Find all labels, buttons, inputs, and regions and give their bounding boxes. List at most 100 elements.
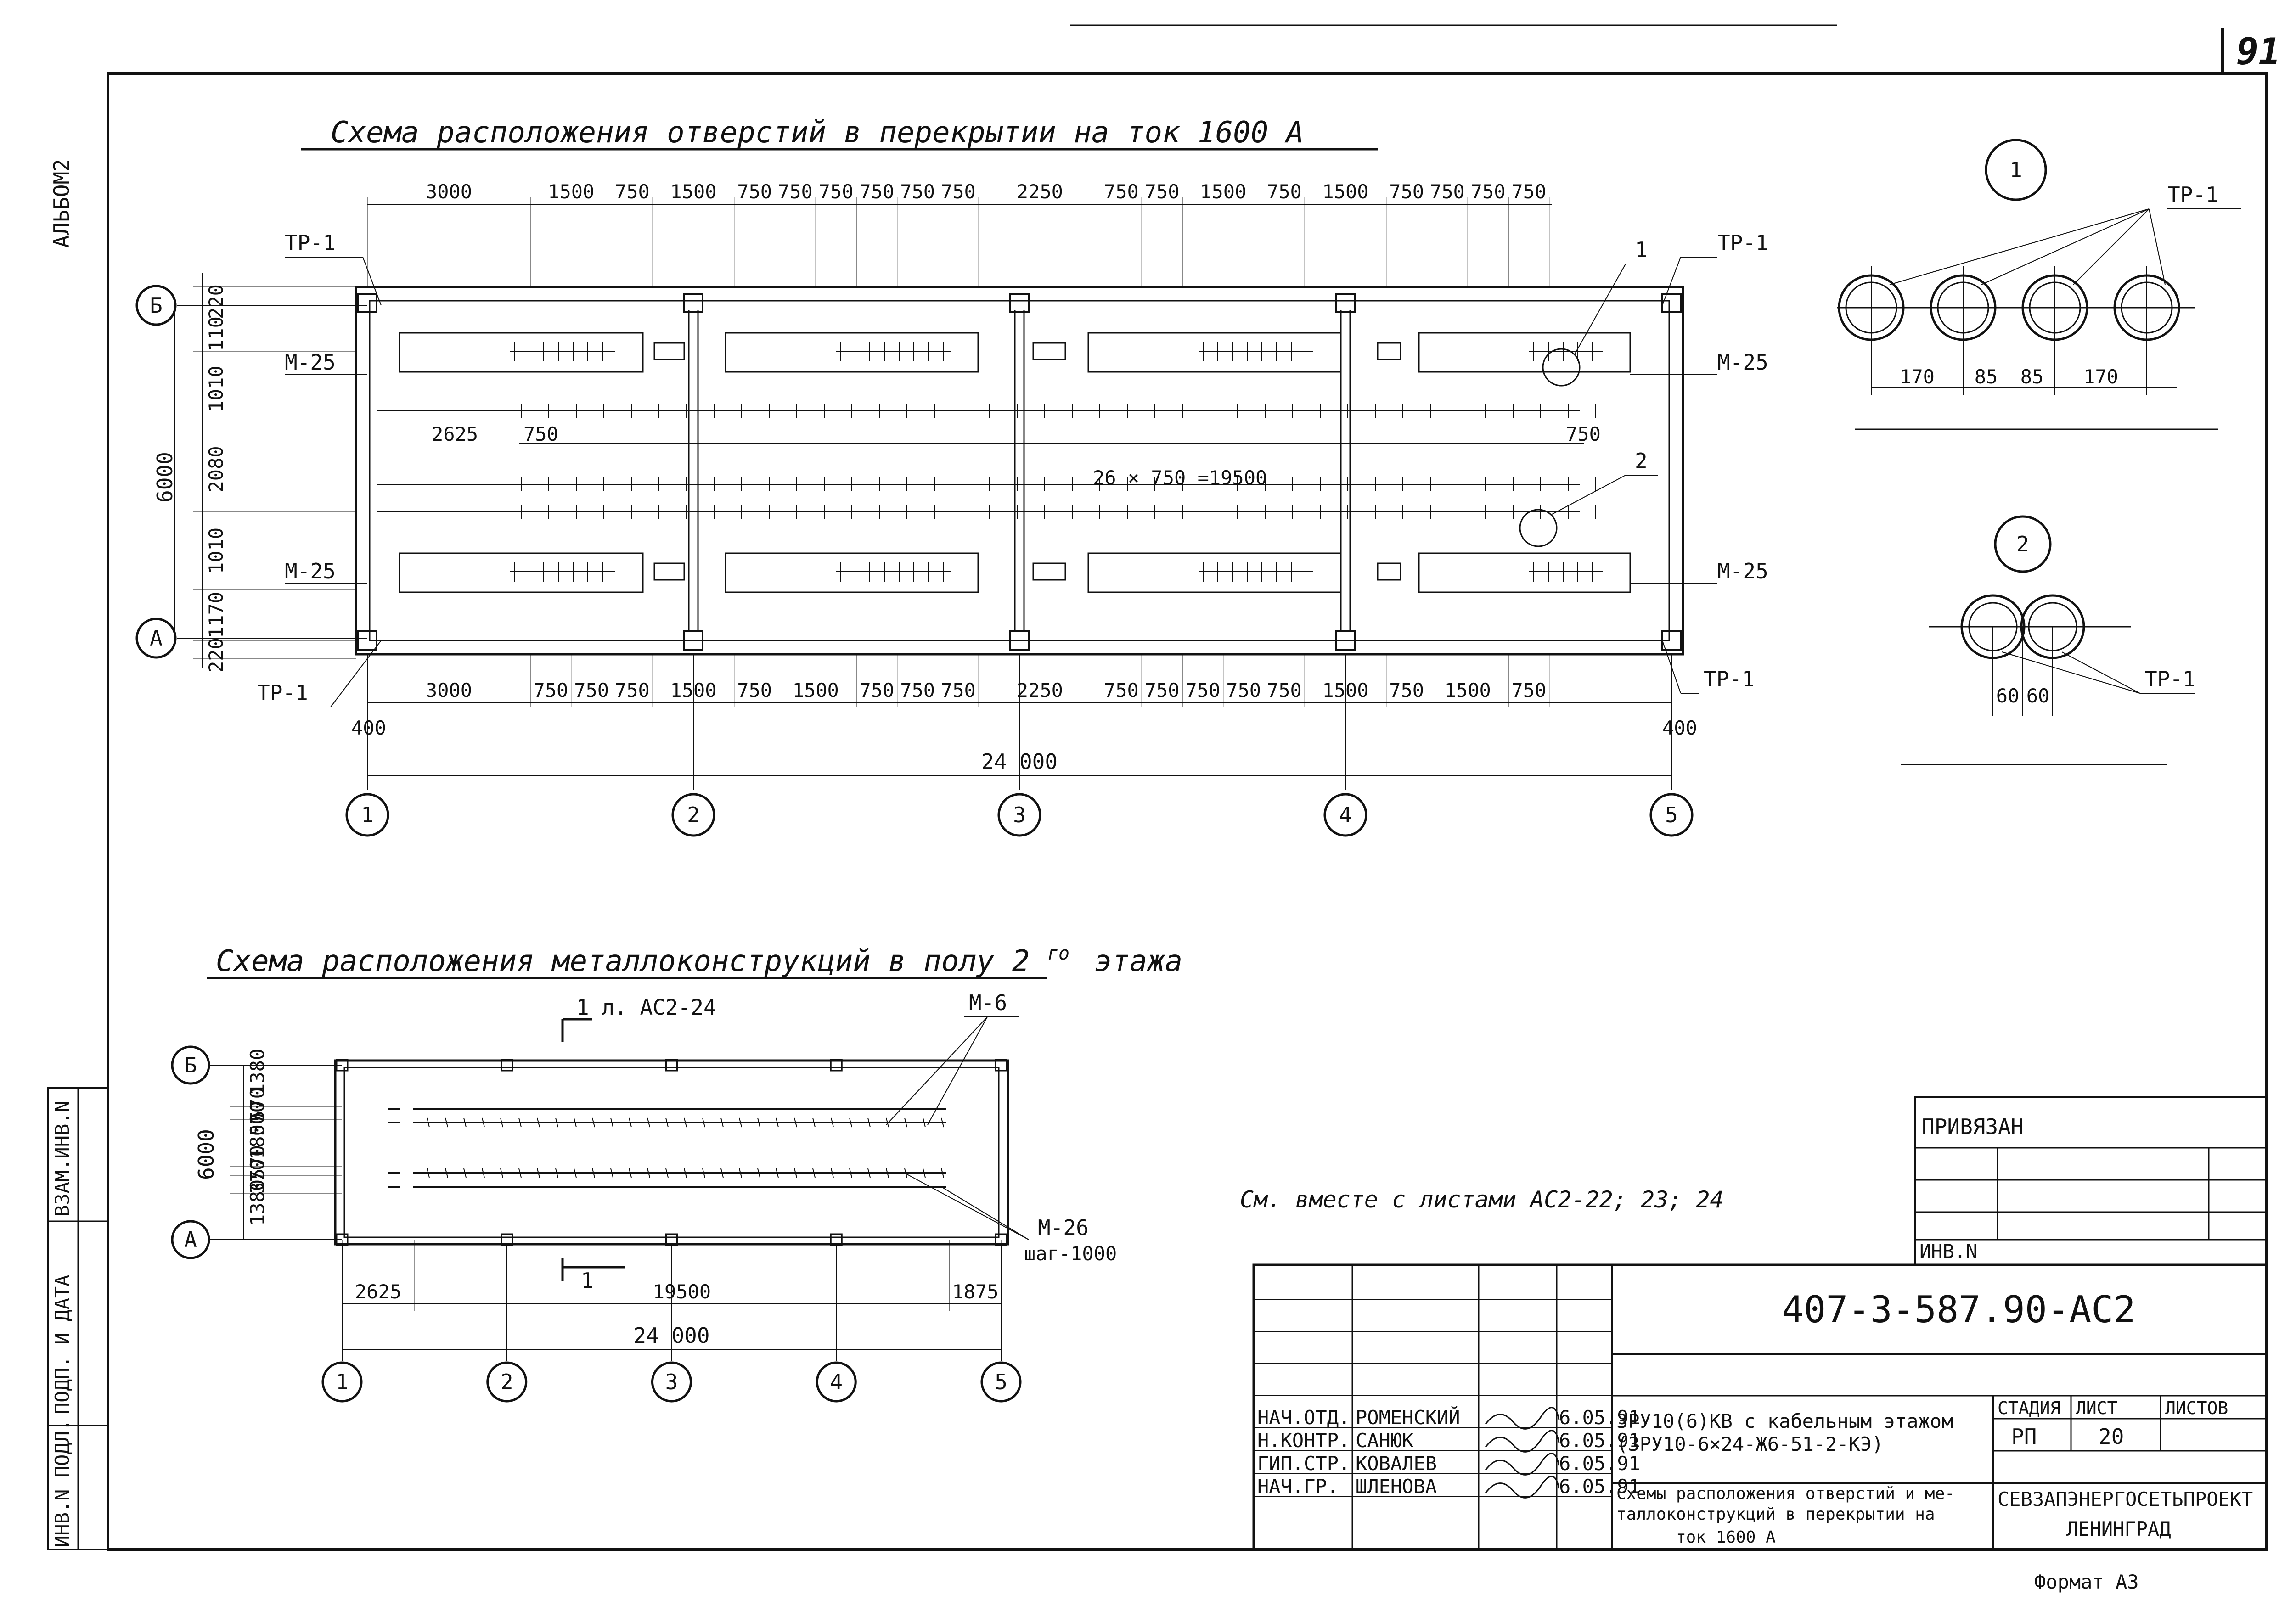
plan1-leader: [1552, 475, 1626, 515]
plan1-label-tr1: ТР-1: [257, 680, 308, 705]
format-label: Формат А3: [2034, 1571, 2139, 1593]
plan2-tick: [482, 1168, 485, 1178]
plan1-dim: 750: [1566, 423, 1601, 445]
plan1-callout-circle: [1542, 348, 1581, 387]
plan2-axis-bubble: [651, 1361, 692, 1403]
plan1-top-dim: 750: [859, 180, 894, 203]
inv-label: ИНВ.N: [1919, 1240, 1977, 1263]
detail2-leader: [2002, 651, 2140, 694]
plan2-left-dim: 1800: [246, 1113, 269, 1159]
plan1-bottom-dim: 750: [615, 679, 650, 702]
plan2-axis-bubble-label: Б: [184, 1053, 197, 1078]
stamp-role: Н.КОНТР.: [1257, 1429, 1350, 1452]
page-number: 91: [2236, 30, 2280, 73]
plan2-tick: [684, 1168, 687, 1178]
plan1-leader: [330, 640, 382, 707]
plan1-bottom-dim: 750: [1389, 679, 1424, 702]
see-also-note: См. вместе с листами АС2-22; 23; 24: [1240, 1186, 1724, 1213]
plan2-bottom-dim: 2625: [355, 1280, 401, 1303]
plan2-tick: [867, 1117, 871, 1128]
plan2: Схема расположения металлоконструкций в …: [171, 933, 1182, 1403]
plan1-top-dim: 2250: [1017, 180, 1063, 203]
plan2-tick: [886, 1168, 889, 1178]
plan1-label-tr1: ТР-1: [1704, 667, 1755, 691]
plan2-axis-bubble-label: 2: [501, 1370, 513, 1394]
plan1-label-m25: М-25: [1717, 350, 1768, 375]
plan1-callout-1: 1: [1635, 237, 1648, 262]
plan1-top-dim: 750: [819, 180, 854, 203]
plan2-tick: [665, 1168, 669, 1178]
stamp-date: 6.05.91: [1559, 1475, 1640, 1498]
plan2-tick: [886, 1117, 889, 1128]
privyazan-label: ПРИВЯЗАН: [1922, 1114, 2024, 1139]
sheet-title-3: ток 1600 А: [1676, 1528, 1776, 1547]
plan1-bottom-dim: 750: [859, 679, 894, 702]
plan2-tick: [592, 1117, 595, 1128]
plan2-tick: [518, 1117, 522, 1128]
plan2-axis-bubble-label: 4: [830, 1370, 843, 1394]
plan1-top-dim: 750: [1145, 180, 1180, 203]
plan1-dim: 26 × 750 =19500: [1093, 466, 1267, 489]
detail1-dim: 85: [1975, 365, 1998, 388]
plan2-tick: [739, 1117, 742, 1128]
plan2-axis-bubble-label: 5: [995, 1370, 1007, 1394]
plan1-dim: 2625: [432, 423, 478, 445]
plan2-leader: [904, 1173, 1029, 1240]
plan1-bottom-dim: 750: [1267, 679, 1302, 702]
side-stamp-inv: ИНВ.N ПОДЛ.: [51, 1420, 73, 1547]
plan2-title-main: Схема расположения металлоконструкций в …: [216, 944, 1030, 978]
plan2-tick: [555, 1168, 558, 1178]
plan2-tick: [463, 1168, 467, 1178]
plan2-tick: [500, 1168, 503, 1178]
plan2-tick: [445, 1168, 448, 1178]
plan1-overall-dim: 24 000: [981, 749, 1058, 774]
plan1-column: [683, 293, 703, 313]
plan2-tick: [923, 1168, 926, 1178]
stamp-signature: [1485, 1453, 1560, 1476]
plan2-tick: [757, 1117, 760, 1128]
plan1-bottom-dim: 1500: [1322, 679, 1368, 702]
plan2-title-sup: го: [1047, 943, 1069, 964]
plan1-tray: [1418, 332, 1631, 373]
plan2-tick: [629, 1117, 632, 1128]
plan2-tick: [849, 1117, 852, 1128]
plan2-axis-bubble-label: 3: [665, 1370, 678, 1394]
plan2-axis-bubble: [321, 1361, 363, 1403]
plan1-column: [1335, 293, 1356, 313]
stamp-role: НАЧ.ОТД.: [1257, 1406, 1350, 1429]
plan2-overall-left: 6000: [194, 1129, 219, 1180]
plan1-column: [357, 293, 377, 313]
stamp-signature: [1485, 1430, 1560, 1453]
plan1-overall-left: 6000: [152, 452, 177, 503]
plan1-axis-bubble: [135, 285, 177, 326]
plan1: Схема расположения отверстий в перекрыти…: [135, 116, 1768, 837]
plan1-left-dim: 110: [205, 316, 227, 351]
detail2-dim: 60: [2026, 685, 2050, 707]
plan2-label-m6: М-6: [969, 990, 1007, 1015]
plan1-column: [357, 630, 377, 651]
plan2-tick: [776, 1117, 779, 1128]
plan1-axis-bubble-label: 3: [1013, 803, 1026, 827]
plan2-tick: [665, 1117, 669, 1128]
stamp-role: ГИП.СТР.: [1257, 1452, 1350, 1475]
plan1-tray: [1418, 552, 1631, 593]
plan1-label-tr1: ТР-1: [285, 230, 336, 255]
plan2-left-dim: 370: [246, 1159, 269, 1194]
plan2-axis-bubble: [980, 1361, 1022, 1403]
sheets-header: ЛИСТОВ: [2165, 1398, 2228, 1418]
plan2-leader: [886, 1016, 988, 1125]
plan1-column: [1335, 630, 1356, 651]
plan2-title-end: этажа: [1094, 944, 1183, 978]
sheet-header: ЛИСТ: [2076, 1398, 2118, 1418]
plan2-axis-bubble-label: 1: [336, 1370, 349, 1394]
project-line2: (ЗРУ10-6×24-Ж6-51-2-КЭ): [1616, 1433, 1884, 1455]
stamp-role: НАЧ.ГР.: [1257, 1475, 1339, 1498]
plan2-title: Схема расположения металлоконструкций в …: [216, 933, 1182, 978]
plan1-top-dim: 1500: [1200, 180, 1246, 203]
stamp-date: 6.05.91: [1559, 1406, 1640, 1429]
plan2-column: [665, 1059, 678, 1072]
detail1-bubble: [1985, 139, 2047, 201]
stamp-date: 6.05.91: [1559, 1452, 1640, 1475]
plan1-bottom-dim: 1500: [793, 679, 839, 702]
